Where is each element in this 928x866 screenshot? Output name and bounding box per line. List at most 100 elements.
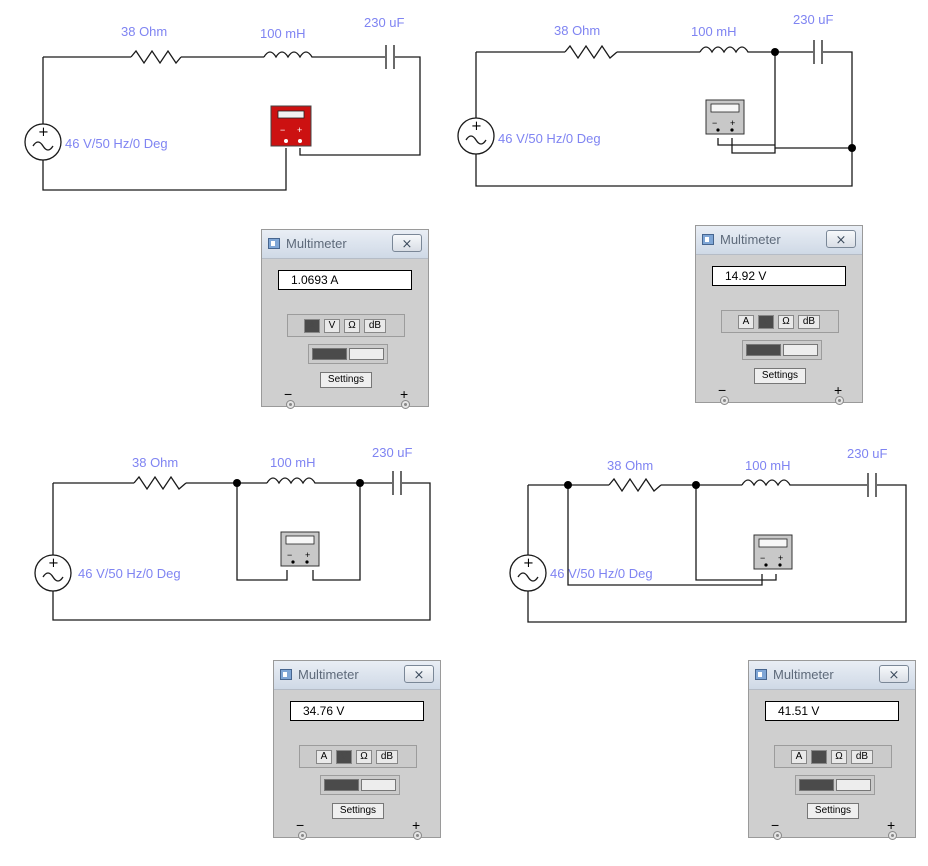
resistor-label: 38 Ohm: [132, 455, 178, 470]
reading-display: 41.51 V: [765, 701, 899, 721]
plus-sign: +: [400, 386, 409, 402]
inductor-label: 100 mH: [691, 24, 737, 39]
positive-terminal[interactable]: [413, 831, 422, 840]
mode-ammeter-button[interactable]: A: [738, 315, 754, 329]
mode-ohmmeter-button[interactable]: Ω: [356, 750, 372, 764]
window-app-icon: [755, 669, 767, 680]
capacitor-icon: [392, 471, 402, 495]
inductor-icon: [263, 51, 321, 59]
multimeter-window-4[interactable]: Multimeter ⨯ 41.51 V A V Ω dB Settings −…: [748, 660, 916, 840]
ac-source-icon: +: [457, 117, 495, 155]
negative-terminal[interactable]: [298, 831, 307, 840]
signal-selector: [742, 340, 822, 360]
circuit-1: 38 Ohm 100 mH 230 uF 46 V/50 Hz/0 Deg + …: [24, 15, 421, 191]
mode-ohmmeter-button[interactable]: Ω: [778, 315, 794, 329]
close-button[interactable]: ⨯: [879, 665, 909, 683]
negative-terminal[interactable]: [286, 400, 295, 409]
mode-ammeter-button[interactable]: A: [304, 319, 320, 333]
svg-text:+: +: [297, 125, 302, 135]
inductor-icon: [266, 477, 322, 485]
svg-text:+: +: [523, 556, 534, 571]
resistor-icon: [130, 49, 182, 65]
multimeter-window-1[interactable]: Multimeter ⨯ 1.0693 A A V Ω dB Settings …: [261, 229, 429, 409]
title-bar[interactable]: Multimeter ⨯: [696, 226, 862, 255]
plus-sign: +: [887, 817, 896, 833]
reading-display: 14.92 V: [712, 266, 846, 286]
reading-display: 34.76 V: [290, 701, 424, 721]
window-title: Multimeter: [720, 232, 781, 247]
ac-button[interactable]: [746, 344, 781, 356]
mode-ohmmeter-button[interactable]: Ω: [344, 319, 360, 333]
positive-terminal[interactable]: [835, 396, 844, 405]
mode-selector: A V Ω dB: [774, 745, 892, 768]
mode-ammeter-button[interactable]: A: [316, 750, 332, 764]
title-bar[interactable]: Multimeter ⨯: [262, 230, 428, 259]
positive-terminal[interactable]: [401, 400, 410, 409]
settings-button[interactable]: Settings: [332, 803, 384, 819]
title-bar[interactable]: Multimeter ⨯: [274, 661, 440, 690]
mode-selector: A V Ω dB: [299, 745, 417, 768]
mode-voltmeter-button[interactable]: V: [758, 315, 774, 329]
mode-db-button[interactable]: dB: [376, 750, 398, 764]
window-app-icon: [280, 669, 292, 680]
close-button[interactable]: ⨯: [404, 665, 434, 683]
ac-button[interactable]: [324, 779, 359, 791]
signal-selector: [320, 775, 400, 795]
mode-voltmeter-button[interactable]: V: [811, 750, 827, 764]
ac-button[interactable]: [312, 348, 347, 360]
multimeter-window-3[interactable]: Multimeter ⨯ 34.76 V A V Ω dB Settings −…: [273, 660, 441, 840]
mode-db-button[interactable]: dB: [798, 315, 820, 329]
capacitor-icon: [813, 40, 823, 64]
plus-sign: +: [412, 817, 421, 833]
dc-button[interactable]: [836, 779, 871, 791]
dc-button[interactable]: [361, 779, 396, 791]
inductor-label: 100 mH: [745, 458, 791, 473]
minus-sign: −: [771, 817, 780, 833]
svg-text:−: −: [712, 118, 717, 128]
negative-terminal[interactable]: [720, 396, 729, 405]
resistor-label: 38 Ohm: [121, 24, 167, 39]
settings-button[interactable]: Settings: [320, 372, 372, 388]
capacitor-label: 230 uF: [372, 445, 413, 460]
svg-text:+: +: [778, 553, 783, 563]
circuit-3: 38 Ohm 100 mH 230 uF 46 V/50 Hz/0 Deg + …: [34, 445, 431, 621]
resistor-icon: [608, 477, 662, 493]
signal-selector: [795, 775, 875, 795]
close-button[interactable]: ⨯: [392, 234, 422, 252]
mode-db-button[interactable]: dB: [364, 319, 386, 333]
resistor-label: 38 Ohm: [607, 458, 653, 473]
settings-button[interactable]: Settings: [754, 368, 806, 384]
svg-text:−: −: [760, 553, 765, 563]
minus-sign: −: [296, 817, 305, 833]
ac-button[interactable]: [799, 779, 834, 791]
inductor-icon: [741, 479, 798, 487]
window-title: Multimeter: [773, 667, 834, 682]
window-app-icon: [268, 238, 280, 249]
mode-ohmmeter-button[interactable]: Ω: [831, 750, 847, 764]
inductor-icon: [699, 46, 758, 54]
svg-text:+: +: [730, 118, 735, 128]
negative-terminal[interactable]: [773, 831, 782, 840]
mode-voltmeter-button[interactable]: V: [324, 319, 340, 333]
dc-button[interactable]: [349, 348, 384, 360]
dc-button[interactable]: [783, 344, 818, 356]
mode-db-button[interactable]: dB: [851, 750, 873, 764]
ammeter-icon: − +: [270, 105, 312, 147]
multimeter-window-2[interactable]: Multimeter ⨯ 14.92 V A V Ω dB Settings −…: [695, 225, 863, 405]
source-label: 46 V/50 Hz/0 Deg: [550, 566, 653, 581]
inductor-label: 100 mH: [270, 455, 316, 470]
mode-selector: A V Ω dB: [287, 314, 405, 337]
svg-text:+: +: [38, 125, 49, 140]
minus-sign: −: [284, 386, 293, 402]
capacitor-label: 230 uF: [793, 12, 834, 27]
mode-ammeter-button[interactable]: A: [791, 750, 807, 764]
positive-terminal[interactable]: [888, 831, 897, 840]
settings-button[interactable]: Settings: [807, 803, 859, 819]
resistor-icon: [133, 475, 187, 491]
mode-voltmeter-button[interactable]: V: [336, 750, 352, 764]
multimeter-icon: − +: [280, 531, 320, 567]
close-button[interactable]: ⨯: [826, 230, 856, 248]
title-bar[interactable]: Multimeter ⨯: [749, 661, 915, 690]
source-label: 46 V/50 Hz/0 Deg: [65, 136, 168, 151]
window-title: Multimeter: [298, 667, 359, 682]
